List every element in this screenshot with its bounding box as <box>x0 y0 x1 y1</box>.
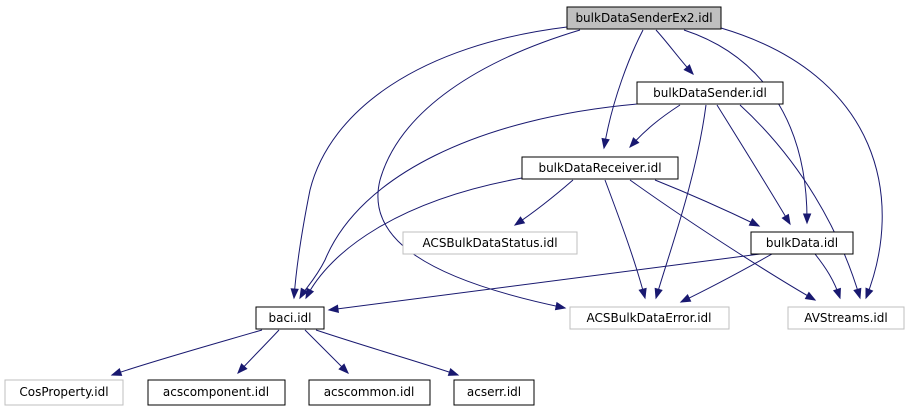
edge-line <box>629 104 681 148</box>
edge-line <box>377 29 581 309</box>
node-acsbulkdataerror-label: ACSBulkDataError.idl <box>586 311 711 325</box>
edge-receiver-to-status <box>513 179 574 226</box>
edge-receiver-to-bulkdata <box>654 179 761 227</box>
edge-sender_ex2-to-avstreams <box>720 27 883 300</box>
edge-arrowhead <box>748 218 761 227</box>
node-acsbulkdataerror[interactable]: ACSBulkDataError.idl <box>569 306 730 330</box>
edge-arrowhead <box>237 363 248 375</box>
node-bulkdatasenderex2[interactable]: bulkDataSenderEx2.idl <box>566 6 722 30</box>
node-acserr-label: acserr.idl <box>467 385 521 399</box>
edge-sender-to-error <box>654 104 707 300</box>
edge-line <box>514 179 574 226</box>
edge-line <box>655 104 707 299</box>
node-acscommon-label: acscommon.idl <box>324 385 415 399</box>
node-bulkdatareceiver-label: bulkDataReceiver.idl <box>538 161 661 175</box>
edge-sender_ex2-to-sender <box>655 29 694 76</box>
edge-line <box>293 26 568 299</box>
edge-arrowhead <box>781 213 791 226</box>
edge-baci-to-cosproperty <box>110 329 263 376</box>
edge-arrowhead <box>832 287 841 300</box>
edge-line <box>299 103 638 299</box>
node-baci-label: baci.idl <box>268 311 311 325</box>
edge-line <box>315 329 459 376</box>
edge-arrowhead <box>513 216 526 226</box>
edge-line <box>720 27 883 299</box>
edge-sender_ex2-to-receiver <box>601 29 644 150</box>
edge-bulkdata-to-baci <box>327 253 761 313</box>
edge-sender-to-receiver <box>629 104 681 149</box>
edge-line <box>604 179 646 299</box>
edge-baci-to-acscomponent <box>237 329 280 375</box>
node-acscomponent-label: acscomponent.idl <box>163 385 269 399</box>
edge-arrowhead <box>679 294 692 303</box>
edge-arrowhead <box>110 367 123 376</box>
node-cosproperty[interactable]: CosProperty.idl <box>4 379 124 406</box>
edge-line <box>328 253 761 311</box>
edge-line <box>716 104 791 225</box>
edge-arrowhead <box>290 288 299 300</box>
edge-sender-to-bulkdata <box>716 104 791 226</box>
node-bulkdata-label: bulkData.idl <box>766 236 838 250</box>
node-baci[interactable]: baci.idl <box>255 306 325 330</box>
edge-line <box>654 179 760 227</box>
node-bulkdatasender[interactable]: bulkDataSender.idl <box>636 81 784 105</box>
edge-sender-to-baci <box>299 103 638 300</box>
edge-sender_ex2-to-error <box>377 29 581 311</box>
edge-baci-to-acserr <box>315 329 460 376</box>
edge-arrowhead <box>338 363 349 374</box>
node-avstreams-label: AVStreams.idl <box>804 311 887 325</box>
edge-line <box>739 104 861 299</box>
edge-bulkdata-to-error <box>679 253 773 303</box>
edge-receiver-to-error <box>604 179 647 300</box>
node-bulkdatasender-label: bulkDataSender.idl <box>653 86 767 100</box>
edge-arrowhead <box>804 291 817 301</box>
graph-nodes: bulkDataSenderEx2.idl bulkDataSender.idl… <box>4 6 905 406</box>
edge-arrowhead <box>554 301 567 311</box>
edge-line <box>629 179 816 301</box>
edge-baci-to-acscommon <box>304 329 349 374</box>
edge-receiver-to-avstreams <box>629 179 817 301</box>
edge-arrowhead <box>865 287 874 300</box>
edge-bulkdata-to-avstreams <box>814 253 841 300</box>
edge-arrowhead <box>601 137 610 150</box>
edge-line <box>680 253 773 303</box>
node-bulkdatareceiver[interactable]: bulkDataReceiver.idl <box>521 156 679 180</box>
node-acsbulkdatastatus[interactable]: ACSBulkDataStatus.idl <box>402 231 578 255</box>
edge-arrowhead <box>853 287 862 300</box>
edge-arrowhead <box>447 367 460 376</box>
edge-arrowhead <box>299 287 309 300</box>
edge-arrowhead <box>683 64 694 76</box>
node-acscomponent[interactable]: acscomponent.idl <box>147 379 286 406</box>
node-bulkdatasenderex2-label: bulkDataSenderEx2.idl <box>575 11 712 25</box>
edge-line <box>305 177 523 299</box>
node-bulkdata[interactable]: bulkData.idl <box>750 231 854 255</box>
node-cosproperty-label: CosProperty.idl <box>19 385 108 399</box>
edge-arrowhead <box>629 137 640 149</box>
edge-arrowhead <box>654 287 663 300</box>
edge-line <box>111 329 263 376</box>
edge-sender-to-avstreams <box>739 104 862 300</box>
edge-receiver-to-baci <box>305 177 523 300</box>
edge-arrowhead <box>305 287 315 300</box>
edge-arrowhead <box>802 213 812 225</box>
graph-edges <box>110 26 883 376</box>
edge-line <box>603 29 644 149</box>
node-avstreams[interactable]: AVStreams.idl <box>787 306 905 330</box>
node-acserr[interactable]: acserr.idl <box>453 379 535 406</box>
edge-sender_ex2-to-baci <box>290 26 568 300</box>
node-acscommon[interactable]: acscommon.idl <box>308 379 431 406</box>
node-acsbulkdatastatus-label: ACSBulkDataStatus.idl <box>422 236 557 250</box>
edge-arrowhead <box>638 287 647 300</box>
edge-arrowhead <box>327 304 339 313</box>
